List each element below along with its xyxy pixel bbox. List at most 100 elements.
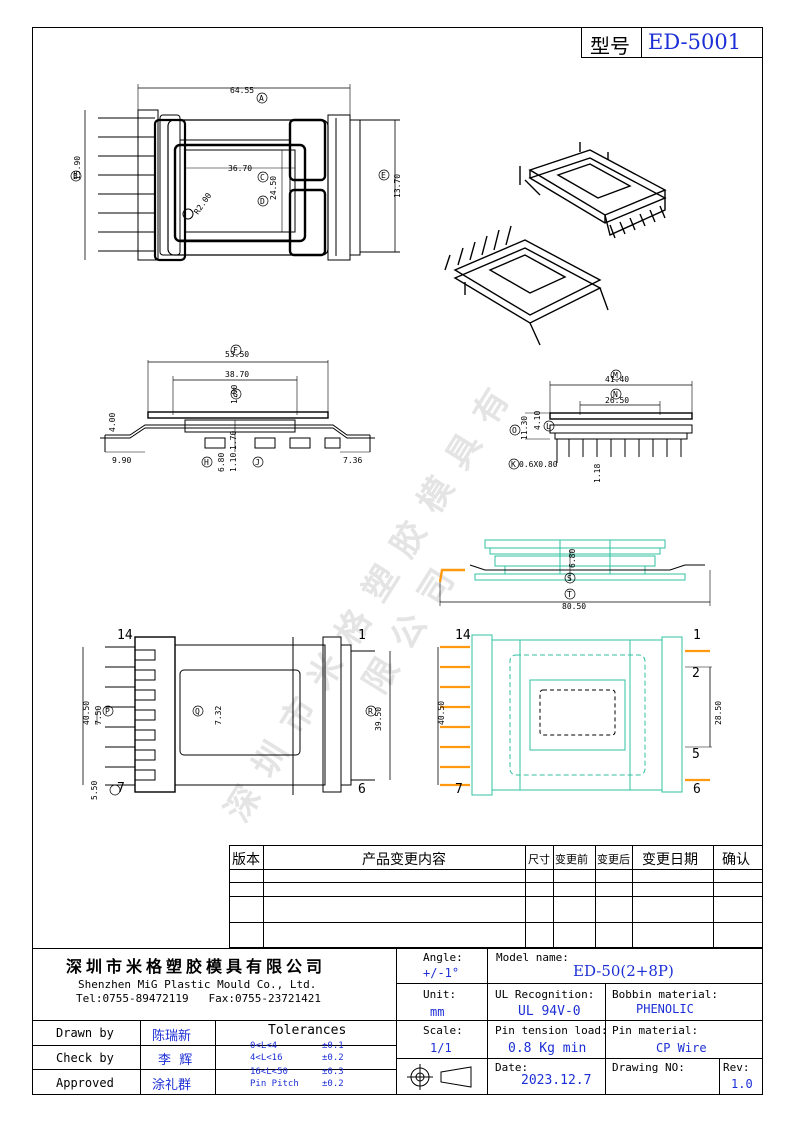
model-header-box — [581, 27, 763, 58]
circle-E: E — [381, 171, 386, 180]
projection-symbol-icon — [407, 1064, 472, 1090]
rev-header-before: 变更前 — [555, 853, 588, 866]
dim-L: 4.10 — [533, 411, 542, 430]
dim-28-50: 28.50 — [714, 701, 723, 725]
dim-K: 0.6X0.80 — [519, 460, 558, 469]
rev-header-content: 产品变更内容 — [362, 852, 446, 868]
tol-value-0: ±0.1 — [322, 1041, 344, 1051]
model-name-label: Model name: — [496, 951, 569, 964]
circle-M: M — [613, 371, 618, 380]
dim-P: 40.50 — [82, 701, 91, 725]
date-value: 2023.12.7 — [521, 1073, 592, 1088]
scale-label: Scale: — [423, 1024, 463, 1037]
dim-7-36: 7.36 — [343, 456, 362, 465]
circle-J: J — [255, 458, 260, 467]
side-view-front: 53.50 38.70 1.00 4.00 6.80 1.10 1.70 9.9… — [100, 344, 375, 472]
dim-A: 64.55 — [230, 86, 254, 95]
pin-tension-value: 0.8 Kg min — [508, 1041, 587, 1056]
tol-value-1: ±0.2 — [322, 1053, 344, 1063]
pin-6-label: 6 — [358, 782, 366, 797]
dim-I: 1.10 — [229, 453, 238, 472]
check-by-value: 李 辉 — [158, 1053, 193, 1068]
drawn-by-value: 陈瑞新 — [152, 1029, 192, 1044]
circle-A: A — [259, 94, 264, 103]
tol-range-2: 16<L<50 — [250, 1067, 288, 1077]
rev-header-date: 变更日期 — [642, 852, 698, 868]
model-header-divider — [641, 27, 642, 58]
dim-1-00: 1.00 — [230, 385, 239, 404]
company-contact: Tel:0755-89472119 Fax:0755-23721421 — [76, 992, 322, 1005]
approved-label: Approved — [56, 1076, 114, 1090]
asm-pin-14-label: 14 — [455, 628, 471, 643]
side-view-end: 41.40 26.50 11.30 4.10 0.6X0.80 1.18 M N… — [508, 369, 693, 483]
asm-pin-7-label: 7 — [455, 782, 463, 797]
circle-P: P — [105, 707, 110, 716]
dim-T: 80.50 — [562, 602, 586, 611]
unit-label: Unit: — [423, 988, 457, 1001]
rev-header-size: 尺寸 — [528, 853, 550, 866]
asm-pin-5-label: 5 — [692, 747, 700, 762]
pin-7-label: 7 — [117, 781, 125, 796]
dim-B: 15.90 — [73, 156, 82, 180]
check-by-label: Check by — [56, 1051, 114, 1065]
approved-value: 涂礼群 — [152, 1078, 192, 1093]
rev-header-confirm: 确认 — [722, 852, 750, 868]
tol-range-0: 0<L<4 — [250, 1041, 278, 1051]
pin-14-label: 14 — [117, 628, 133, 643]
tolerances-label: Tolerances — [268, 1023, 347, 1038]
pin-tension-label: Pin tension load: — [495, 1024, 608, 1037]
unit-value: mm — [430, 1005, 445, 1019]
model-header-label: 型号 — [590, 34, 630, 58]
dim-S: 6.80 — [568, 549, 577, 568]
dim-E: 13.70 — [393, 174, 402, 198]
tol-value-2: ±0.3 — [322, 1067, 344, 1077]
ul-label: UL Recognition: — [495, 988, 595, 1001]
assembly-bottom-view: 40.50 28.50 14 1 2 5 7 6 — [437, 628, 723, 797]
tol-range-3: Pin Pitch — [250, 1079, 299, 1089]
tol-range-1: 4<L<16 — [250, 1053, 283, 1063]
dim-M: 41.40 — [605, 375, 629, 384]
model-header-value: ED-5001 — [648, 30, 742, 54]
dim-G: 38.70 — [225, 370, 249, 379]
angle-value: +/-1° — [423, 966, 460, 980]
ul-value: UL 94V-0 — [518, 1004, 581, 1019]
dim-4-00: 4.00 — [108, 413, 117, 432]
pin-material-label: Pin material: — [612, 1024, 699, 1037]
angle-label: Angle: — [423, 951, 463, 964]
dim-F: 53.50 — [225, 350, 249, 359]
dim-Q: 7.50 — [94, 706, 103, 725]
bobbin-material-label: Bobbin material: — [612, 988, 718, 1001]
asm-pin-1-label: 1 — [693, 628, 701, 643]
tol-value-3: ±0.2 — [322, 1079, 344, 1089]
dim-R: R2.00 — [192, 191, 213, 216]
dim-Pr: 39.50 — [374, 707, 383, 731]
rev-header-version: 版本 — [232, 852, 260, 868]
rev-label: Rev: — [723, 1061, 750, 1074]
circle-H: H — [204, 458, 209, 467]
circle-O: O — [512, 426, 517, 435]
circle-K: K — [511, 460, 516, 469]
circle-L: L — [546, 422, 551, 431]
top-view: 64.55 15.90 36.70 24.50 13.70 R2.00 A B … — [70, 84, 402, 262]
drawing-frame — [32, 27, 763, 1095]
drawn-by-label: Drawn by — [56, 1026, 114, 1040]
circle-C: C — [260, 173, 265, 182]
circle-B: B — [73, 172, 78, 181]
asm-pin-6-label: 6 — [693, 782, 701, 797]
dim-N: 26.50 — [605, 396, 629, 405]
dim-1-18: 1.18 — [593, 464, 602, 483]
top-view-left-pins — [98, 117, 155, 252]
drawing-no-label: Drawing NO: — [612, 1061, 685, 1074]
dim-O: 11.30 — [520, 416, 529, 440]
dim-5-50: 5.50 — [90, 781, 99, 800]
dim-J: 1.70 — [229, 431, 238, 450]
circle-Q: Q — [195, 707, 200, 716]
pin-material-value: CP Wire — [656, 1041, 707, 1055]
dim-D: 24.50 — [269, 176, 278, 200]
dim-C: 36.70 — [228, 164, 252, 173]
bobbin-material-value: PHENOLIC — [636, 1002, 694, 1016]
circle-F: F — [233, 346, 238, 355]
date-label: Date: — [495, 1061, 529, 1074]
circle-R: R — [368, 707, 373, 716]
assembly-side-view: 6.80 80.50 S T — [438, 539, 711, 611]
